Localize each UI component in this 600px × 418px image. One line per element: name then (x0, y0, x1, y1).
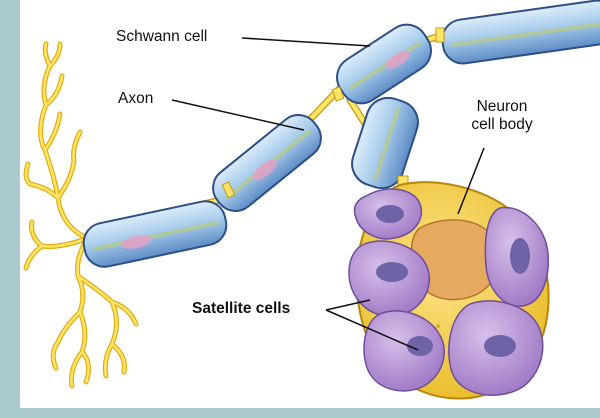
schwann-cell-2 (212, 114, 322, 212)
neuron-label-line-1: Neuron (476, 98, 528, 115)
satellite-cell (484, 206, 549, 307)
axon-label: Axon (118, 90, 154, 107)
satellite-cell (363, 310, 445, 392)
schwann-sheaths (82, 0, 600, 268)
satellite-cell (348, 240, 430, 318)
schwann-cell-5 (351, 96, 419, 190)
satellite-cells-label: Satellite cells (192, 300, 291, 317)
dendrites (23, 41, 139, 389)
neuron-label-line-2: cell body (471, 115, 533, 133)
schwann-cell-1 (82, 200, 228, 268)
satellite-leader-1 (325, 299, 371, 311)
neuron-cell-body-label: Neuron cell body (446, 98, 558, 134)
schwann-cell-3 (336, 23, 432, 105)
satellite-cell (448, 300, 544, 396)
schwann-cell-4 (441, 0, 600, 65)
neuron-leader (457, 147, 485, 215)
satellite-leader-2 (325, 309, 419, 351)
schwann-leader (241, 37, 371, 47)
leader-lines (171, 37, 485, 351)
nodes (221, 27, 445, 199)
axon-leader (171, 99, 305, 131)
satellite-cells (348, 188, 549, 396)
satellite-cell (353, 188, 423, 240)
schwann-cell-label: Schwann cell (116, 28, 208, 45)
